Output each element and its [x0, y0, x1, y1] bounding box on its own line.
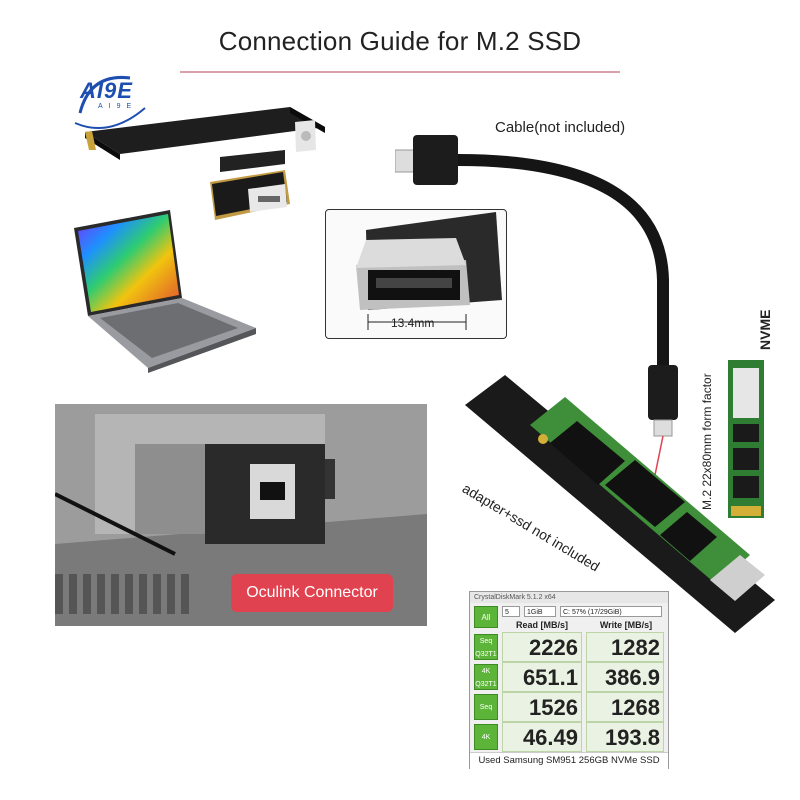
cable-label: Cable(not included)	[495, 119, 626, 136]
width-dimension-label: 13.4mm	[391, 316, 435, 330]
seq-write: 1268	[586, 692, 664, 722]
4k-button[interactable]: 4K	[474, 724, 498, 750]
drive-select[interactable]: C: 57% (17/29GiB)	[560, 606, 662, 617]
read-header: Read [MB/s]	[515, 620, 568, 630]
4k-q32t1-read: 651.1	[502, 662, 582, 692]
page-title: Connection Guide for M.2 SSD	[218, 26, 582, 56]
oculink-port-photo	[55, 404, 427, 626]
size-select[interactable]: 1GiB	[524, 606, 556, 617]
write-header: Write [MB/s]	[599, 620, 653, 630]
adapter-ssd-illustration	[465, 375, 775, 633]
seq-q32t1-write: 1282	[586, 632, 664, 662]
seq-button[interactable]: Seq	[474, 694, 498, 720]
laptop-illustration	[74, 210, 256, 373]
all-button[interactable]: All	[474, 606, 498, 628]
title-divider	[180, 71, 620, 73]
4k-q32t1-write: 386.9	[586, 662, 664, 692]
4k-q32t1-button[interactable]: 4K Q32T1	[474, 664, 498, 690]
connector-closeup	[356, 212, 502, 330]
4k-read: 46.49	[502, 722, 582, 752]
photo-scene	[55, 404, 427, 626]
seq-q32t1-read: 2226	[502, 632, 582, 662]
seq-q32t1-button[interactable]: Seq Q32T1	[474, 634, 498, 660]
benchmark-caption: Used Samsung SM951 256GB NVMe SSD	[470, 752, 668, 769]
logo-text: AI9E	[80, 78, 133, 103]
adapter-board-illustration	[85, 107, 325, 220]
oculink-cable-illustration	[395, 135, 678, 476]
benchmark-title-bar: CrystalDiskMark 5.1.2 x64	[470, 592, 668, 603]
logo-subtext: AI9E	[98, 103, 138, 110]
runs-select[interactable]: 5	[502, 606, 520, 617]
nvme-label: NVME	[757, 309, 773, 350]
brand-logo	[74, 75, 146, 129]
4k-write: 193.8	[586, 722, 664, 752]
benchmark-window: CrystalDiskMark 5.1.2 x64 All 5 1GiB C: …	[469, 591, 669, 769]
oculink-connector-badge: Oculink Connector	[231, 574, 393, 612]
m2-ssd-illustration	[728, 360, 764, 518]
seq-read: 1526	[502, 692, 582, 722]
